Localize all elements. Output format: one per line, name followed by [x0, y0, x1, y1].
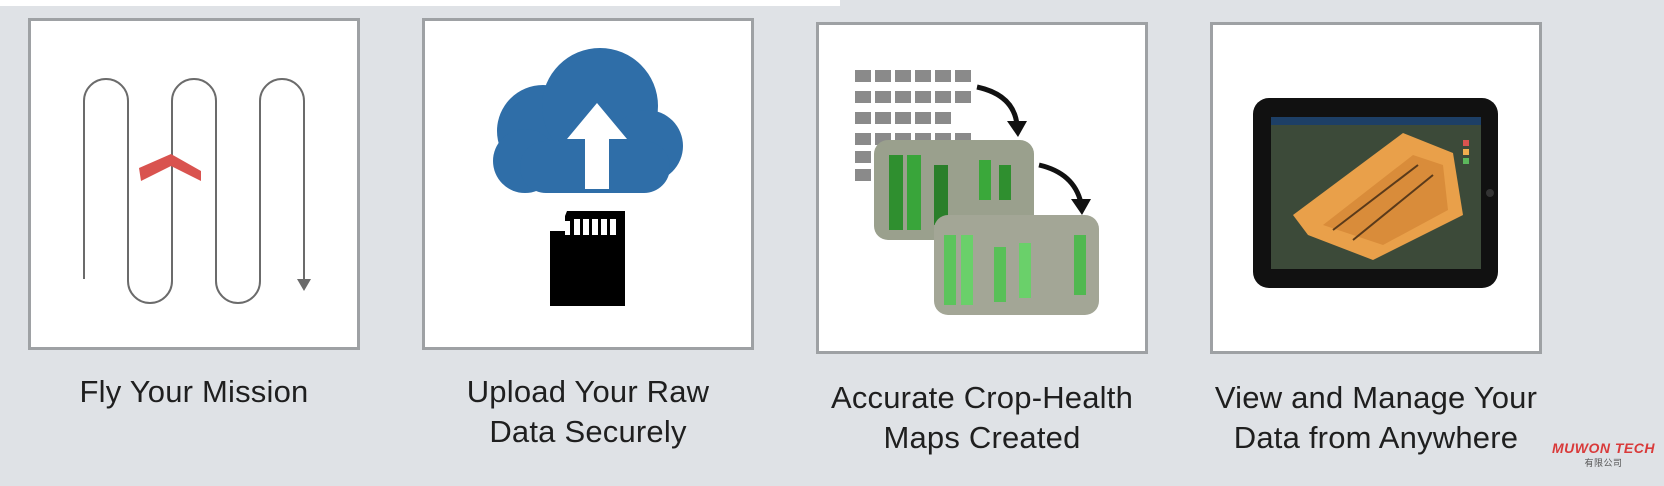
flight-path-icon [83, 78, 311, 304]
watermark-text: MUWON TECH [1552, 440, 1655, 456]
caption-line: View and Manage Your [1214, 380, 1538, 415]
watermark-logo: MUWON TECH 有限公司 [1552, 440, 1655, 469]
step-caption-2: Upload Your Raw Data Securely [422, 372, 754, 452]
tablet-icon [1253, 98, 1498, 288]
caption-line: Data from Anywhere [1233, 420, 1519, 455]
step-card-upload [422, 18, 754, 350]
caption-line: Accurate Crop-Health [830, 380, 1134, 415]
step-card-fly-mission [28, 18, 360, 350]
caption-line: Data Securely [489, 414, 687, 449]
step-caption-4: View and Manage Your Data from Anywhere [1210, 378, 1542, 458]
crop-map-processed [934, 215, 1099, 315]
crop-map-icon [855, 70, 1099, 315]
caption-line: Maps Created [883, 420, 1081, 455]
top-bar [0, 0, 840, 6]
caption-line: Fly Your Mission [79, 374, 309, 409]
watermark-subtext: 有限公司 [1584, 458, 1623, 468]
step-card-view-manage [1210, 22, 1542, 354]
step-caption-3: Accurate Crop-Health Maps Created [816, 378, 1148, 458]
drone-marker-icon [139, 154, 201, 181]
step-caption-1: Fly Your Mission [28, 372, 360, 412]
sd-card-icon [550, 211, 625, 306]
cloud-upload-icon [493, 48, 683, 306]
step-card-crop-maps [816, 22, 1148, 354]
caption-line: Upload Your Raw [466, 374, 710, 409]
raw-images-grid [855, 70, 971, 181]
